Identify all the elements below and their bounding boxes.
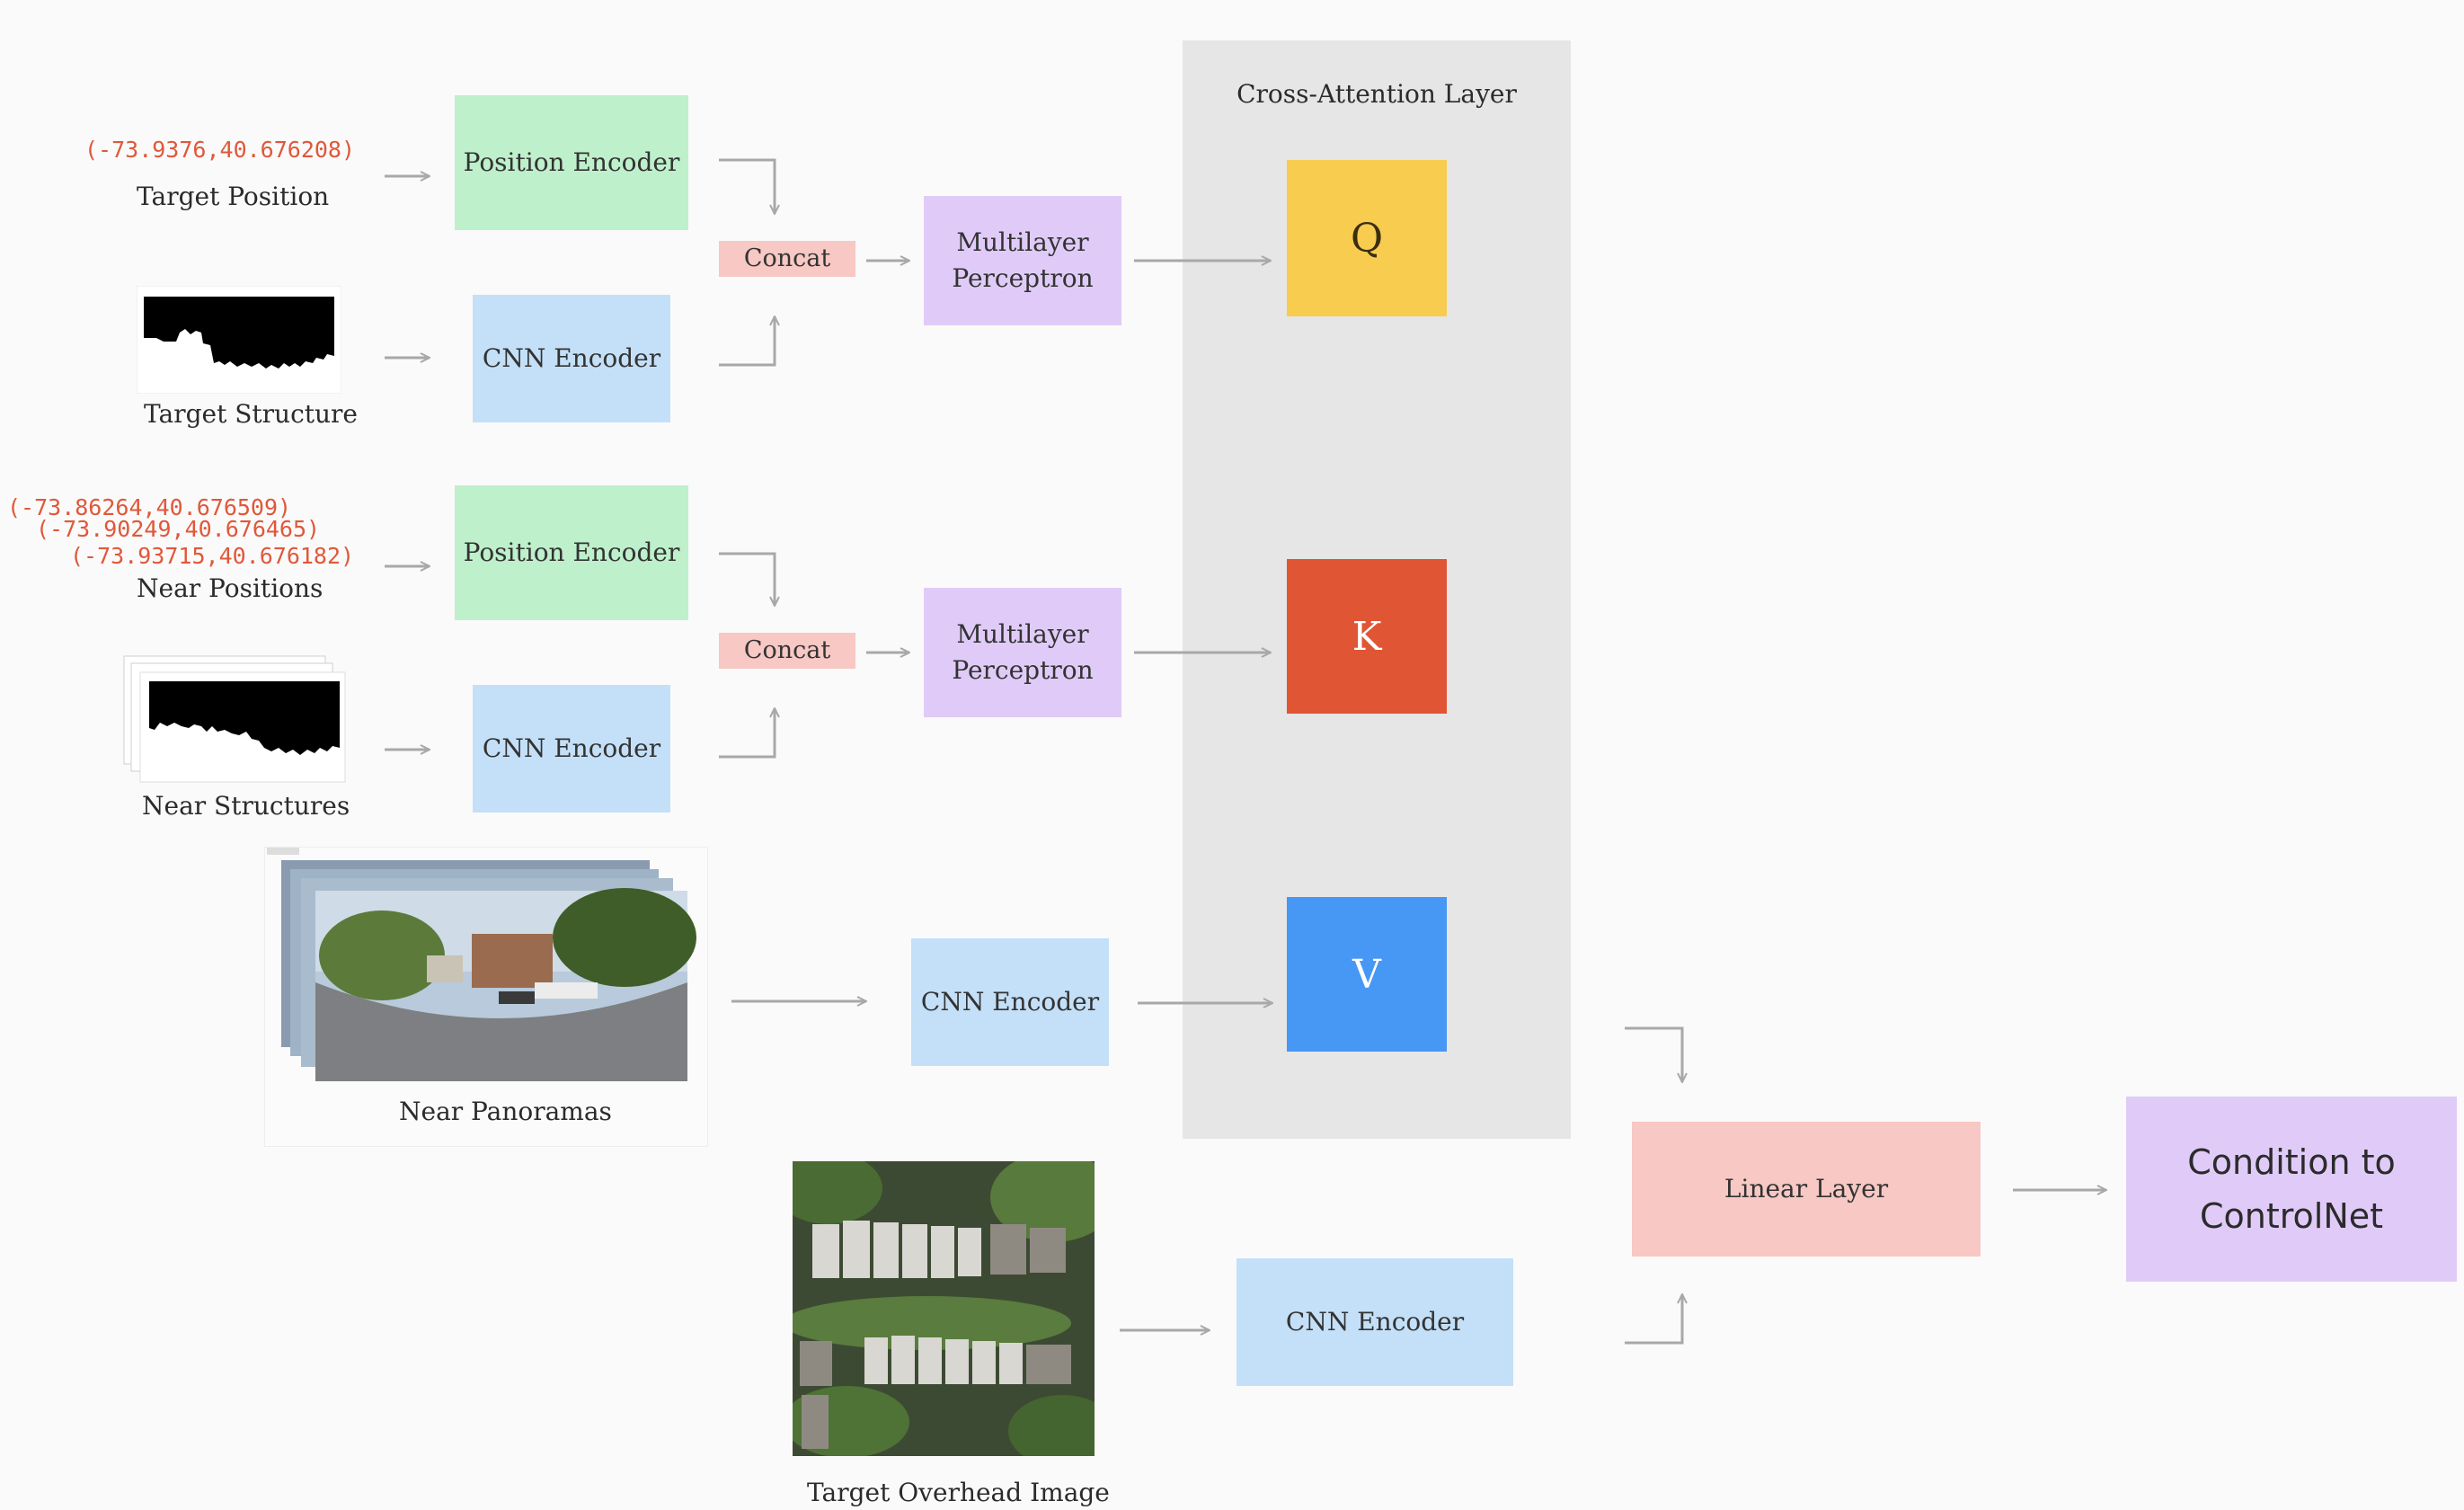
target-overhead-image — [775, 1152, 1116, 1467]
target-position-label: Target Position — [137, 182, 330, 211]
target-structure-image — [136, 285, 342, 395]
linear-layer: Linear Layer — [1632, 1122, 1981, 1257]
near-coord-2: (-73.90249,40.676465) — [36, 516, 321, 542]
target-mlp: Multilayer Perceptron — [924, 196, 1121, 325]
condition-line1: Condition to — [2187, 1142, 2396, 1182]
near-panoramas-label: Near Panoramas — [399, 1097, 612, 1126]
arrow-overhead-linear — [1625, 1294, 1682, 1345]
condition-to-controlnet: Condition to ControlNet — [2126, 1097, 2457, 1282]
near-mlp-line2: Perceptron — [952, 655, 1094, 685]
q-box: Q — [1287, 160, 1447, 316]
near-coord-1: (-73.86264,40.676509) — [7, 494, 292, 520]
near-structures-label: Near Structures — [142, 791, 350, 821]
target-position-coord: (-73.9376,40.676208) — [84, 137, 356, 163]
k-box: K — [1287, 559, 1447, 714]
arrow-attention-linear — [1625, 1026, 1682, 1082]
arrow-near-pe-concat — [719, 552, 775, 606]
near-panoramas-card — [264, 847, 708, 1147]
panorama-cnn-encoder: CNN Encoder — [911, 938, 1109, 1066]
near-cnn-encoder: CNN Encoder — [473, 685, 670, 813]
near-mlp: Multilayer Perceptron — [924, 588, 1121, 717]
near-structures-image — [120, 654, 350, 786]
condition-line2: ControlNet — [2199, 1196, 2384, 1236]
arrow-near-cnn-concat — [719, 708, 775, 759]
near-concat: Concat — [719, 633, 855, 669]
near-mlp-line1: Multilayer — [956, 619, 1089, 649]
target-concat: Concat — [719, 241, 855, 277]
v-box: V — [1287, 897, 1447, 1052]
target-structure-label: Target Structure — [144, 399, 358, 429]
target-overhead-label: Target Overhead Image — [807, 1478, 1110, 1507]
arrow-target-pe-concat — [719, 158, 775, 214]
target-mlp-line2: Perceptron — [952, 263, 1094, 293]
arrow-target-cnn-concat — [719, 316, 775, 367]
target-position-encoder: Position Encoder — [455, 95, 688, 230]
near-positions-label: Near Positions — [137, 573, 324, 603]
near-coord-3: (-73.93715,40.676182) — [70, 543, 355, 569]
overhead-cnn-encoder: CNN Encoder — [1236, 1258, 1513, 1386]
target-cnn-encoder: CNN Encoder — [473, 295, 670, 422]
near-position-encoder: Position Encoder — [455, 485, 688, 620]
cross-attention-title: Cross-Attention Layer — [1236, 79, 1517, 109]
target-mlp-line1: Multilayer — [956, 227, 1089, 257]
